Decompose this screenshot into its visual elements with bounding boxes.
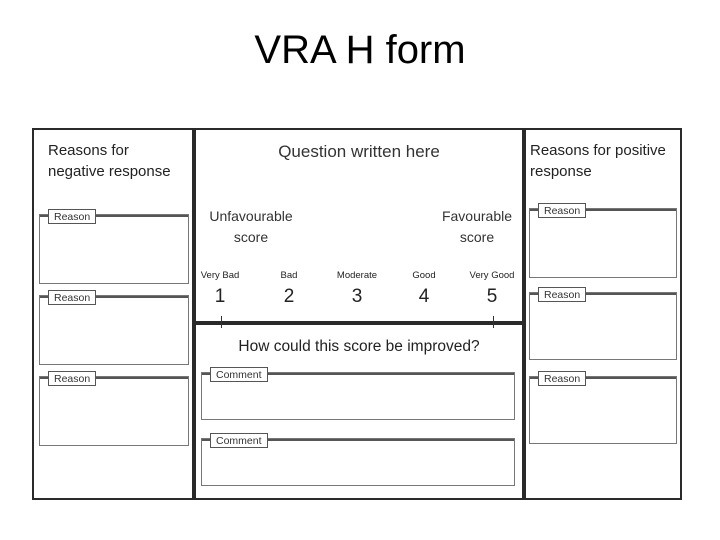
negative-reasons-panel: Reasons for negative response Reason Rea… bbox=[34, 130, 196, 498]
slide-title: VRA H form bbox=[254, 28, 466, 72]
scale-label-bad: Bad bbox=[280, 270, 298, 281]
box-top-line bbox=[202, 373, 514, 375]
positive-reason-box-3[interactable]: Reason bbox=[529, 371, 677, 444]
scale-label-very-bad: Very Bad bbox=[200, 270, 240, 281]
scale-label-good: Good bbox=[412, 270, 436, 281]
scale-tick-start bbox=[221, 316, 222, 328]
negative-reason-box-2[interactable]: Reason bbox=[39, 290, 189, 365]
comment-box-2[interactable]: Comment bbox=[201, 433, 515, 486]
box-top-line bbox=[40, 377, 188, 379]
reason-tag: Reason bbox=[48, 290, 97, 305]
reason-tag: Reason bbox=[538, 287, 587, 302]
comment-tag: Comment bbox=[210, 367, 268, 382]
positive-reason-box-2[interactable]: Reason bbox=[529, 287, 677, 360]
favourable-line1: Favourable bbox=[441, 208, 513, 224]
scale-label-very-good: Very Good bbox=[469, 270, 515, 281]
question-title: Question written here bbox=[278, 142, 440, 161]
negative-reason-box-1[interactable]: Reason bbox=[39, 209, 189, 284]
section-divider bbox=[196, 321, 522, 325]
favourable-line2: score bbox=[459, 229, 495, 245]
comment-box-1[interactable]: Comment bbox=[201, 367, 515, 420]
negative-heading: Reasons for negative response bbox=[48, 140, 171, 182]
unfavourable-line1: Unfavourable bbox=[209, 208, 293, 224]
positive-reason-box-1[interactable]: Reason bbox=[529, 203, 677, 278]
box-top-line bbox=[530, 209, 676, 211]
box-top-line bbox=[40, 215, 188, 217]
positive-reasons-panel: Reasons for positive response Reason Rea… bbox=[522, 130, 680, 498]
negative-reason-box-3[interactable]: Reason bbox=[39, 371, 189, 446]
positive-heading-line1: Reasons for positive bbox=[530, 142, 666, 159]
question-panel: Question written here Unfavourable score… bbox=[196, 130, 522, 498]
box-top-line bbox=[530, 293, 676, 295]
reason-tag: Reason bbox=[538, 203, 587, 218]
reason-tag: Reason bbox=[538, 371, 587, 386]
scale-label-moderate: Moderate bbox=[336, 270, 378, 281]
scale-tick-end bbox=[493, 316, 494, 328]
box-top-line bbox=[202, 439, 514, 441]
box-top-line bbox=[530, 377, 676, 379]
scale-number-5[interactable]: 5 bbox=[486, 286, 498, 307]
box-top-line bbox=[40, 296, 188, 298]
vra-form: Reasons for negative response Reason Rea… bbox=[32, 128, 682, 500]
reason-tag: Reason bbox=[48, 371, 97, 386]
comment-tag: Comment bbox=[210, 433, 268, 448]
positive-heading-line2: response bbox=[530, 163, 592, 180]
positive-heading: Reasons for positive response bbox=[530, 140, 666, 182]
negative-heading-line2: negative response bbox=[48, 163, 171, 180]
scale-number-1[interactable]: 1 bbox=[214, 286, 226, 307]
unfavourable-line2: score bbox=[233, 229, 269, 245]
reason-tag: Reason bbox=[48, 209, 97, 224]
scale-number-3[interactable]: 3 bbox=[351, 286, 363, 307]
scale-number-4[interactable]: 4 bbox=[418, 286, 430, 307]
negative-heading-line1: Reasons for bbox=[48, 142, 129, 159]
unfavourable-label: Unfavourable score bbox=[206, 206, 296, 248]
favourable-label: Favourable score bbox=[432, 206, 522, 248]
improve-question: How could this score be improved? bbox=[238, 338, 480, 355]
scale-number-2[interactable]: 2 bbox=[283, 286, 295, 307]
